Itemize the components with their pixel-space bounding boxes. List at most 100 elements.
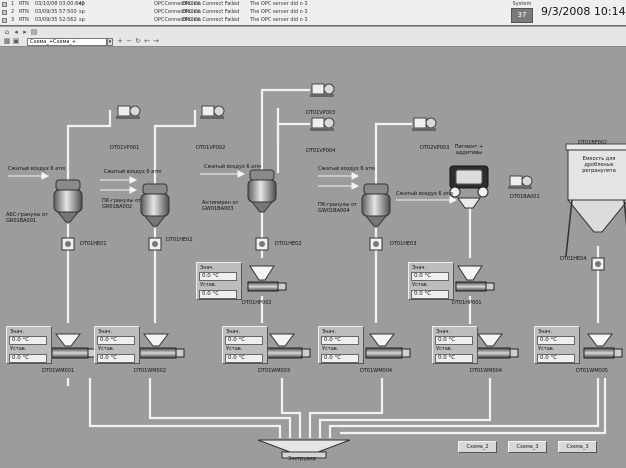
equipment-tag[interactable]: DT02VP003 xyxy=(420,145,450,151)
value-field[interactable]: 0.0 °C xyxy=(97,336,135,345)
alarm-row[interactable]: 1 RTN 03/10/08 03:00:840 sp OPCConnectFa… xyxy=(2,1,502,8)
forward-icon[interactable]: ▸ xyxy=(23,28,27,36)
doser xyxy=(365,333,411,359)
equipment-tag[interactable]: DT01HE02 xyxy=(166,237,193,243)
silo-name-label: Емкость для дробленых регранулята xyxy=(582,156,616,174)
equipment-tag[interactable]: DT01HE02 xyxy=(275,241,302,247)
equipment-tag[interactable]: DT01BF002 xyxy=(578,140,608,146)
screen-2-button[interactable]: Схема_2 xyxy=(458,441,497,453)
save-icon[interactable]: ▣ xyxy=(12,37,20,45)
value-field[interactable]: 0.0 °C xyxy=(199,272,237,281)
system-label: System xyxy=(512,1,532,7)
equipment-tag[interactable]: DT01HE03 xyxy=(390,241,417,247)
blower-fan xyxy=(310,83,335,97)
value-field[interactable]: 0.0 °C xyxy=(225,336,263,345)
vacuum-receiver xyxy=(53,179,83,223)
system-status: System 37 xyxy=(508,1,536,25)
equipment-tag[interactable]: DT01HE04 xyxy=(560,256,587,262)
setpoint-field[interactable]: 0.0 °C xyxy=(225,354,263,363)
screw-feeder xyxy=(247,281,287,292)
doser xyxy=(139,333,185,359)
rotary-valve-group xyxy=(61,237,605,271)
zoom-out-icon[interactable]: − xyxy=(126,37,132,45)
air-inlets xyxy=(8,170,458,204)
alarm-state-icon xyxy=(2,2,7,7)
doser-group xyxy=(51,333,623,359)
doser xyxy=(583,333,623,359)
equipment-tag[interactable]: DT01VP002 xyxy=(196,145,226,151)
value-panel: Знач. 0.0 °C Устав. 0.0 °C xyxy=(94,326,140,364)
process-mimic: Сжатый воздух 6 атм АБС-гранулы от GR01B… xyxy=(0,48,626,468)
equipment-tag[interactable]: DT01WM004 xyxy=(470,368,503,374)
equipment-tag[interactable]: DT01VP001 xyxy=(110,145,140,151)
vacuum-receiver xyxy=(247,169,277,213)
doser xyxy=(51,333,97,359)
blower-fan xyxy=(412,117,437,131)
pigment-mixer xyxy=(449,165,489,209)
equipment-tag[interactable]: DT01WM002 xyxy=(134,368,167,374)
alarm-row[interactable]: 2 RTN 03/09/35 57:500 sp OPCConnectFaile… xyxy=(2,9,502,16)
equipment-tag[interactable]: DT01WM003 xyxy=(258,368,291,374)
air-supply-label: Сжатый воздух 6 атм xyxy=(104,169,161,175)
value-field[interactable]: 0.0 °C xyxy=(321,336,359,345)
extruder-label: Экструдер xyxy=(288,456,317,462)
value-field[interactable]: 0.0 °C xyxy=(435,336,473,345)
blower-fan xyxy=(508,175,533,189)
setpoint-field[interactable]: 0.0 °C xyxy=(9,354,47,363)
value-panel: Знач. 0.0 °C Устав. 0.0 °C xyxy=(318,326,364,364)
air-supply-label: Сжатый воздух 6 атм xyxy=(396,191,453,197)
open-icon[interactable]: ▦ xyxy=(3,37,11,45)
screen-3b-button[interactable]: Схема_3 xyxy=(558,441,597,453)
equipment-tag[interactable]: DT01WM004 xyxy=(360,368,393,374)
vacuum-receiver xyxy=(361,183,391,227)
print-icon[interactable]: ▤ xyxy=(30,28,38,36)
hopper xyxy=(457,265,483,281)
value-panel: Знач. 0.0 °C Устав. 0.0 °C xyxy=(196,262,242,300)
extruder-hopper xyxy=(257,439,351,459)
silo xyxy=(565,143,626,257)
chevron-down-icon[interactable]: ▾ xyxy=(107,38,113,46)
vacuum-receiver-group xyxy=(53,169,391,227)
nav-forward-icon[interactable]: → xyxy=(153,37,159,45)
nav-back-icon[interactable]: ← xyxy=(144,37,150,45)
setpoint-field[interactable]: 0.0 °C xyxy=(97,354,135,363)
setpoint-field[interactable]: 0.0 °C xyxy=(435,354,473,363)
pipe-network xyxy=(66,88,607,438)
air-supply-label: Сжатый воздух 6 атм xyxy=(204,164,261,170)
equipment-tag[interactable]: DT01WM005 xyxy=(576,368,609,374)
equipment-tag[interactable]: DT01BA001 xyxy=(510,194,540,200)
air-supply-label: Сжатый воздух 6 атм xyxy=(8,166,65,172)
setpoint-field[interactable]: 0.0 °C xyxy=(199,290,237,299)
screen-3-button[interactable]: Схема_3 xyxy=(508,441,547,453)
doser xyxy=(473,333,519,359)
system-value[interactable]: 37 xyxy=(511,8,533,23)
setpoint-field[interactable]: 0.0 °C xyxy=(537,354,575,363)
air-supply-label: Сжатый воздух 6 атм xyxy=(318,166,375,172)
refresh-icon[interactable]: ↻ xyxy=(135,37,141,45)
value-panel: Знач. 0.0 °C Устав. 0.0 °C xyxy=(222,326,268,364)
value-field[interactable]: 0.0 °C xyxy=(9,336,47,345)
alarm-state-icon xyxy=(2,10,7,15)
alarm-row[interactable]: 3 RTN 03/09/35 52:562 sp OPCConnectFaile… xyxy=(2,17,502,24)
home-icon[interactable]: ⌂ xyxy=(4,28,10,36)
value-field[interactable]: 0.0 °C xyxy=(537,336,575,345)
equipment-tag[interactable]: DT01WM001 xyxy=(42,368,75,374)
zoom-in-icon[interactable]: + xyxy=(117,37,123,45)
back-icon[interactable]: ◂ xyxy=(14,28,18,36)
blower-fan xyxy=(116,105,141,119)
equipment-tag[interactable]: DT01HP002 xyxy=(242,300,272,306)
value-field[interactable]: 0.0 °C xyxy=(411,272,449,281)
value-panel: Знач. 0.0 °C Устав. 0.0 °C xyxy=(408,262,454,300)
equipment-tag[interactable]: DT01VP004 xyxy=(306,148,336,154)
doser xyxy=(265,333,311,359)
screen-select[interactable]: Схема_+Схема_+ xyxy=(27,38,107,46)
equipment-tag[interactable]: DT01VP003 xyxy=(306,110,336,116)
equipment-tag[interactable]: DT01HP001 xyxy=(452,300,482,306)
equipment-tag[interactable]: DT01HE01 xyxy=(80,241,107,247)
value-panel: Знач. 0.0 °C Устав. 0.0 °C xyxy=(534,326,580,364)
rotary-valve xyxy=(255,237,269,251)
setpoint-field[interactable]: 0.0 °C xyxy=(321,354,359,363)
value-panel: Знач. 0.0 °C Устав. 0.0 °C xyxy=(6,326,52,364)
setpoint-field[interactable]: 0.0 °C xyxy=(411,290,449,299)
process-diagram xyxy=(8,83,626,459)
